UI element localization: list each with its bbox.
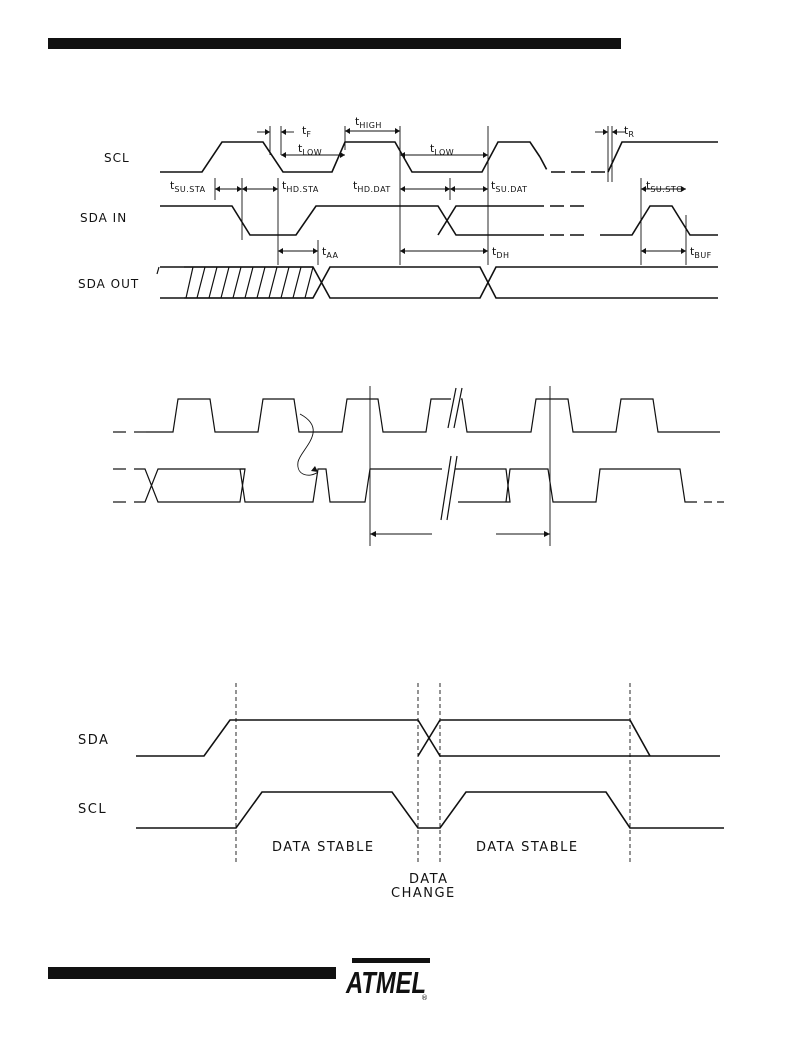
bus-timing-diagram: SCL SDA IN SDA OUT: [78, 115, 718, 299]
data-change-label-line2: CHANGE: [391, 886, 456, 901]
sda-out-label: SDA OUT: [78, 277, 139, 291]
sda-in-waveform: [160, 205, 530, 236]
clock-break-mark-2: [453, 387, 463, 429]
data-waveform-3: [455, 468, 511, 503]
tlow-label-2: tLOW: [430, 142, 454, 157]
logo-wordmark: ATMEL: [345, 965, 426, 1000]
data-stable-label-2: DATA STABLE: [476, 840, 579, 855]
clock-waveform-2: [461, 398, 720, 433]
sda-in-label: SDA IN: [80, 211, 127, 225]
tsudat-label: tSU.DAT: [491, 179, 528, 194]
data-change-label-line1: DATA: [409, 872, 449, 887]
tf-label: tF: [302, 124, 311, 139]
dimension-arrows: [215, 128, 686, 254]
thddat-label: tHD.DAT: [353, 179, 391, 194]
sda-label: SDA: [78, 733, 109, 748]
ack-curve-arrow: [297, 413, 319, 476]
tlow-label-1: tLOW: [298, 142, 322, 157]
data-waveform: [134, 468, 246, 503]
logo-top-bar: [352, 958, 430, 963]
tr-label: tR: [624, 124, 634, 139]
scl-break: [539, 156, 608, 173]
tbuf-label: tBUF: [690, 245, 712, 260]
registered-mark: ®: [421, 994, 428, 1002]
data-waveform-2: [239, 468, 442, 503]
data-waveform-4: [505, 468, 697, 503]
write-cycle-diagram: [113, 386, 724, 546]
header-bar: [48, 38, 621, 49]
sda-out-waveform-inv: [160, 266, 718, 299]
atmel-logo: ATMEL ®: [345, 958, 430, 1002]
taa-label: tAA: [322, 245, 339, 260]
footer-bar: [48, 967, 336, 979]
tsusta-label: tSU.STA: [170, 179, 206, 194]
scl-waveform-2: [136, 791, 724, 829]
thdsta-label: tHD.STA: [282, 179, 319, 194]
scl-waveform-end: [607, 141, 718, 173]
sda-out-hatch: [156, 266, 314, 299]
data-validity-diagram: SDA SCL DATA STABLE DATA STABLE DATA CHA…: [78, 683, 724, 901]
ack-arrowhead: [311, 466, 318, 472]
sda-out-waveform: [160, 266, 718, 299]
data-break-mark-2: [446, 455, 458, 521]
tsusto-label: tSU.STO: [646, 179, 683, 194]
data-stable-label-1: DATA STABLE: [272, 840, 375, 855]
data-break-mark-1: [440, 455, 452, 521]
scl-label-2: SCL: [78, 802, 107, 817]
sda-waveform-2: [417, 719, 651, 757]
sda-in-stop: [600, 205, 718, 236]
thigh-label: tHIGH: [355, 115, 382, 130]
scl-label: SCL: [104, 151, 130, 165]
sda-in-cross: [437, 205, 530, 236]
tdh-label: tDH: [492, 245, 510, 260]
clock-waveform: [146, 398, 451, 433]
reference-lines: [214, 126, 687, 265]
clock-break-mark-1: [447, 387, 457, 429]
